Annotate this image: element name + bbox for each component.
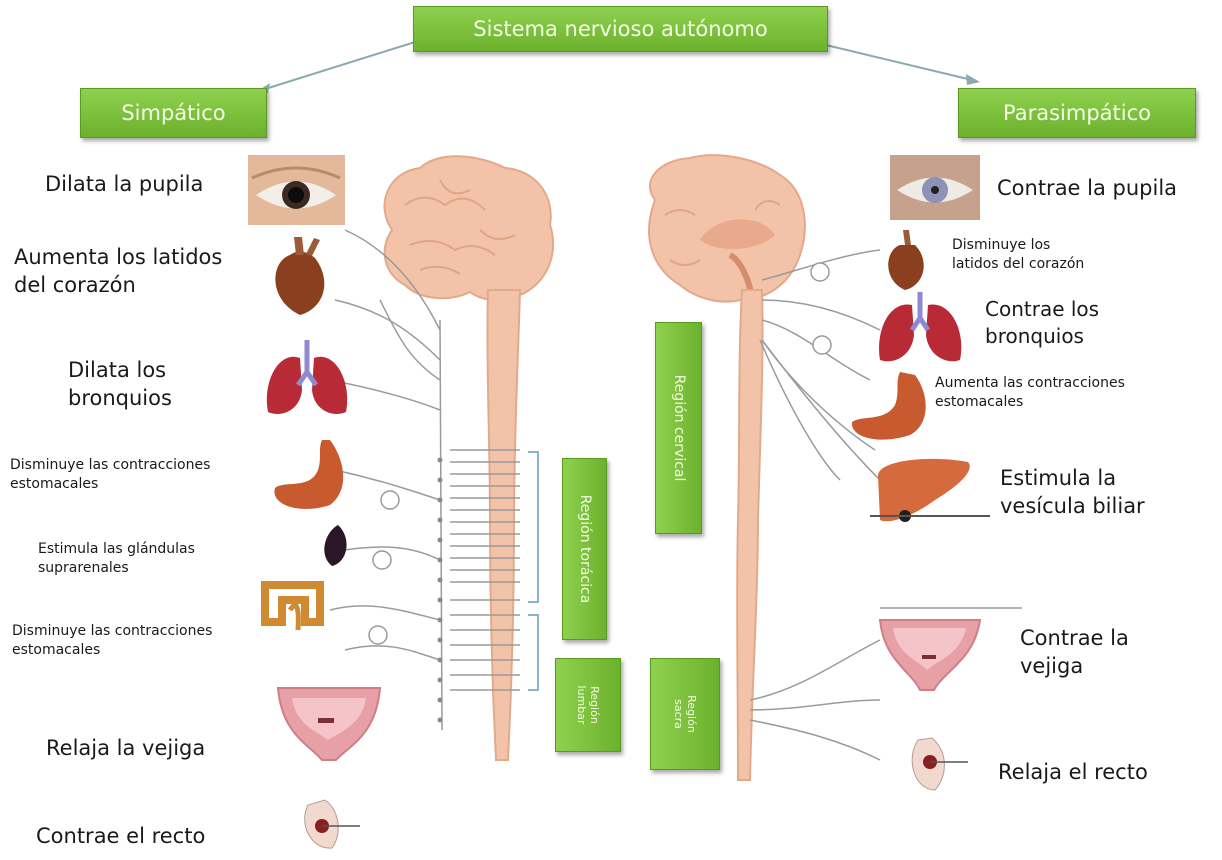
para-label-heart: Disminuye los latidos del corazón: [952, 236, 1097, 274]
para-label-bronchi: Contrae los bronquios: [985, 296, 1125, 350]
thoracic-bracket: [528, 452, 538, 602]
symp-label-stomach: Disminuye las contracciones estomacales: [10, 456, 300, 494]
lungs-image-left: [267, 340, 347, 414]
symp-label-adrenal: Estimula las glándulas suprarenales: [38, 540, 268, 578]
symp-label-pupil: Dilata la pupila: [45, 170, 245, 198]
symp-label-bladder: Relaja la vejiga: [46, 734, 266, 762]
eye-image-left: [248, 155, 345, 225]
region-thoracic-box: Región torácica: [562, 458, 607, 640]
lungs-image-right: [879, 292, 961, 361]
heart-image-left: [275, 237, 324, 315]
region-cervical-box: Región cervical: [655, 322, 702, 534]
sympathetic-ganglia: [369, 491, 399, 644]
parasympathetic-brain: [649, 155, 805, 301]
para-label-bladder: Contrae la vejiga: [1020, 624, 1170, 681]
region-lumbar-box: Región lumbar: [555, 658, 621, 752]
bladder-image-right: [880, 620, 980, 690]
lumbar-bracket: [528, 615, 538, 690]
rectum-image-right: [912, 738, 968, 790]
heart-image-right: [888, 230, 923, 290]
region-sacral-box: Región sacra: [650, 658, 720, 770]
liver-image-right: [870, 459, 990, 522]
parasympathetic-box: Parasimpático: [958, 88, 1196, 138]
arrow-to-simpatico: [262, 42, 415, 90]
sympathetic-box: Simpático: [80, 88, 267, 138]
arrow-to-parasimpatico: [826, 45, 972, 80]
stomach-image-right: [852, 372, 926, 440]
rectum-image-left: [305, 800, 360, 848]
title-box: Sistema nervioso autónomo: [413, 6, 828, 52]
parasympathetic-ganglia: [811, 263, 831, 354]
para-label-stomach: Aumenta las contracciones estomacales: [935, 374, 1215, 412]
eye-image-right: [890, 155, 980, 220]
para-label-pupil: Contrae la pupila: [997, 174, 1217, 202]
symp-label-heart: Aumenta los latidos del corazón: [14, 243, 259, 300]
parasympathetic-spinal-cord: [737, 290, 762, 780]
bladder-image-left: [278, 688, 380, 760]
symp-label-rectum: Contrae el recto: [36, 822, 256, 850]
symp-label-bronchi: Dilata los bronquios: [68, 356, 198, 413]
para-label-rectum: Relaja el recto: [998, 758, 1198, 786]
symp-label-intestine: Disminuye las contracciones estomacales: [12, 622, 287, 660]
adrenal-image-left: [324, 525, 346, 566]
sympathetic-brain: [385, 156, 554, 300]
para-label-gallbladder: Estimula la vesícula biliar: [1000, 464, 1200, 521]
